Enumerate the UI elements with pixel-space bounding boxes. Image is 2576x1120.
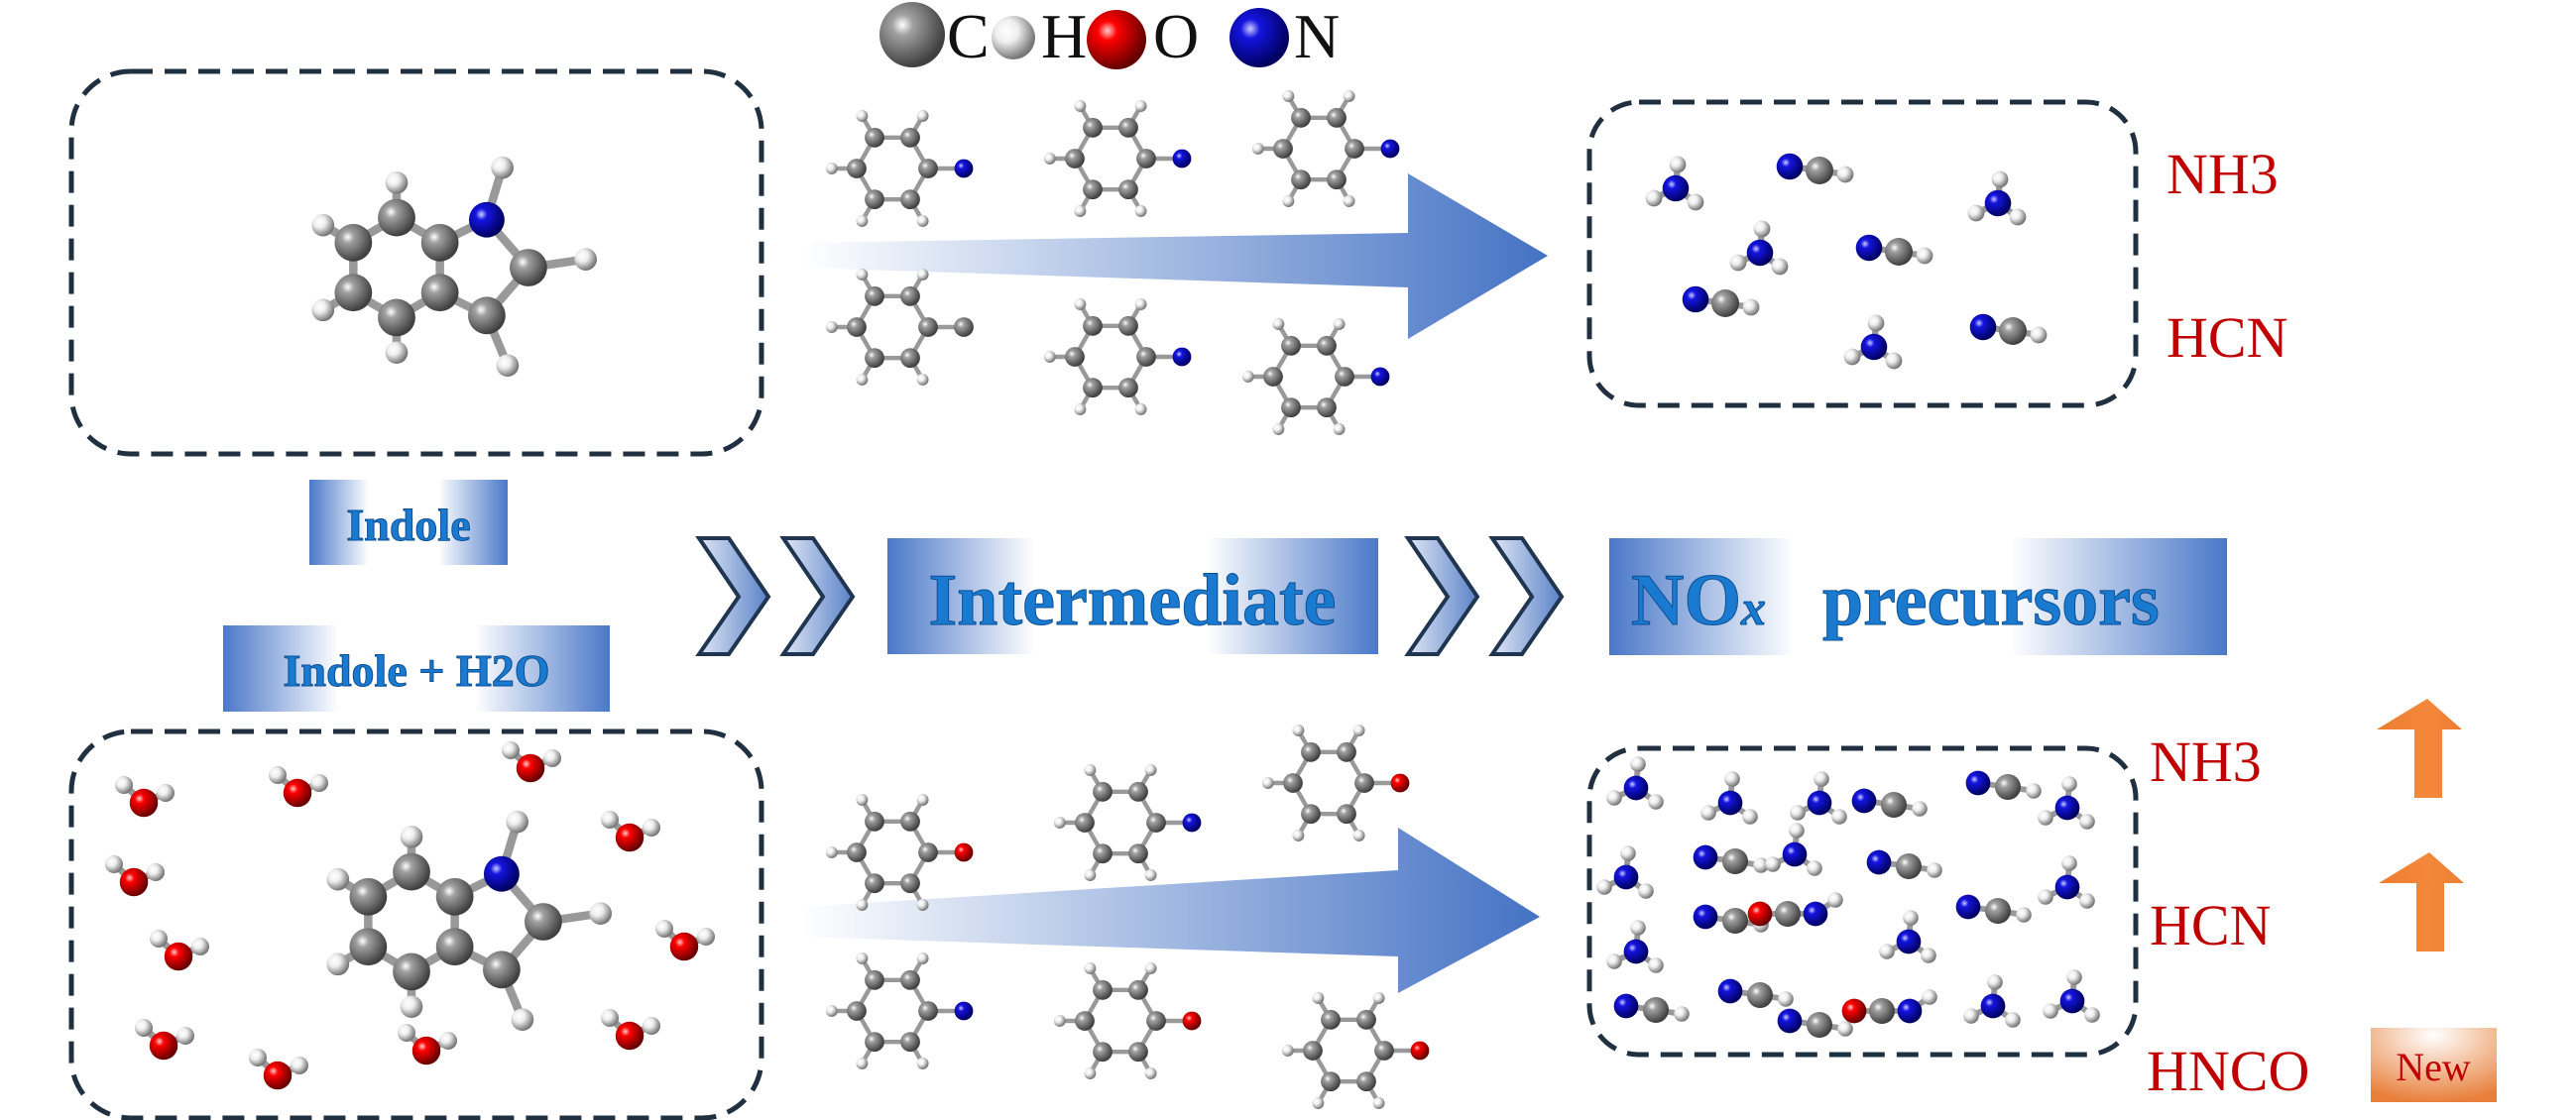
oxygen-atom-icon xyxy=(1087,10,1146,69)
product-molecule xyxy=(1682,285,1760,317)
product-bottom-hcn: HCN xyxy=(2150,893,2271,957)
product-molecule xyxy=(1645,156,1704,211)
new-badge: New xyxy=(2371,1028,2497,1102)
product-molecule xyxy=(2038,855,2095,909)
intermediate-fragment xyxy=(1043,100,1192,217)
product-molecule xyxy=(1693,844,1769,874)
products-box-top xyxy=(1586,99,2139,408)
legend-c: C xyxy=(947,1,990,71)
indole-molecule-with-water xyxy=(326,810,612,1032)
product-molecule xyxy=(1841,989,1937,1024)
water-molecule xyxy=(601,811,660,852)
chevron-icon-1 xyxy=(695,536,856,656)
nox-text: NO xyxy=(1631,560,1741,641)
product-molecule xyxy=(1747,892,1843,927)
water-molecule xyxy=(150,930,209,971)
product-molecule xyxy=(1606,920,1664,973)
product-molecule xyxy=(1967,170,2027,226)
water-molecule xyxy=(105,855,165,897)
product-molecule xyxy=(1965,770,2042,800)
intermediate-label: Intermediate xyxy=(887,538,1378,654)
water-molecule xyxy=(135,1019,194,1061)
water-molecule xyxy=(269,766,328,808)
svg-text:Indole + H2O: Indole + H2O xyxy=(283,645,549,696)
nitrogen-atom-icon xyxy=(1229,8,1289,67)
product-molecule xyxy=(1879,910,1936,963)
svg-text:Indole: Indole xyxy=(346,500,470,550)
product-molecule xyxy=(1969,313,2048,345)
indole-label: Indole xyxy=(309,480,508,565)
product-molecule xyxy=(1729,220,1789,276)
product-molecule xyxy=(1765,823,1822,876)
product-molecule xyxy=(1700,771,1758,825)
intermediate-fragment xyxy=(825,110,974,227)
svg-text:New: New xyxy=(2396,1045,2471,1089)
intermediate-fragment xyxy=(1281,992,1430,1109)
product-molecule xyxy=(1613,993,1690,1023)
carbon-atom-icon xyxy=(879,2,945,67)
intermediate-fragment xyxy=(825,794,974,911)
product-molecule xyxy=(1963,974,2021,1028)
intermediate-fragment xyxy=(1261,725,1410,841)
reaction-arrow-top xyxy=(803,173,1548,339)
nox-precursors-label: NOx precursors xyxy=(1609,538,2227,655)
product-molecule xyxy=(1855,234,1933,266)
product-molecule xyxy=(1717,978,1794,1008)
intermediate-fragment xyxy=(825,269,974,386)
water-molecule xyxy=(655,920,715,961)
intermediate-fragment xyxy=(1043,298,1192,415)
product-molecule xyxy=(2038,776,2095,830)
indole-molecule xyxy=(311,156,597,378)
chevron-icon-2 xyxy=(1404,536,1565,656)
intermediate-fragment xyxy=(1053,764,1202,881)
legend-o: O xyxy=(1153,1,1199,71)
product-molecule xyxy=(1776,153,1854,184)
product-molecule xyxy=(1866,849,1942,879)
legend-n: N xyxy=(1294,1,1340,71)
hydrogen-atom-icon xyxy=(992,16,1035,59)
product-top-nh3: NH3 xyxy=(2166,142,2279,206)
legend-h: H xyxy=(1041,1,1087,71)
reaction-arrow-bottom xyxy=(799,828,1540,993)
water-molecule xyxy=(601,1009,660,1051)
atom-legend: C H O N xyxy=(879,1,1340,71)
intermediate-fragment xyxy=(1251,90,1400,207)
product-molecule xyxy=(1790,771,1847,825)
intermediate-fragment xyxy=(825,952,974,1069)
product-molecule xyxy=(1606,756,1664,810)
water-molecule xyxy=(249,1049,308,1090)
molecule-structures xyxy=(105,90,2100,1109)
product-molecule xyxy=(1596,845,1654,899)
product-molecule xyxy=(2043,969,2100,1023)
product-top-hcn: HCN xyxy=(2166,305,2287,370)
precursors-text: precursors xyxy=(1822,560,2160,641)
products-box-bottom xyxy=(1586,745,2139,1058)
indole-box xyxy=(68,68,764,457)
nox-subscript: x xyxy=(1740,580,1766,635)
increase-arrow-icon-nh3 xyxy=(2377,699,2462,798)
water-molecule xyxy=(398,1024,457,1065)
product-molecule xyxy=(1851,788,1928,818)
intermediate-fragment xyxy=(1053,962,1202,1079)
water-molecule xyxy=(502,741,561,783)
indole-water-label: Indole + H2O xyxy=(223,625,610,712)
water-molecule xyxy=(115,776,175,818)
product-molecule xyxy=(1777,1008,1853,1038)
product-molecule xyxy=(1843,314,1903,370)
increase-arrow-icon-hcn xyxy=(2379,852,2464,952)
product-molecule xyxy=(1955,894,2032,924)
product-bottom-hnco: HNCO xyxy=(2147,1039,2309,1103)
intermediate-fragment xyxy=(1241,318,1390,435)
svg-text:Intermediate: Intermediate xyxy=(929,560,1337,641)
product-bottom-nh3: NH3 xyxy=(2150,729,2262,794)
svg-text:NOx: NOx xyxy=(1631,560,1766,641)
indole-water-box xyxy=(68,728,764,1120)
